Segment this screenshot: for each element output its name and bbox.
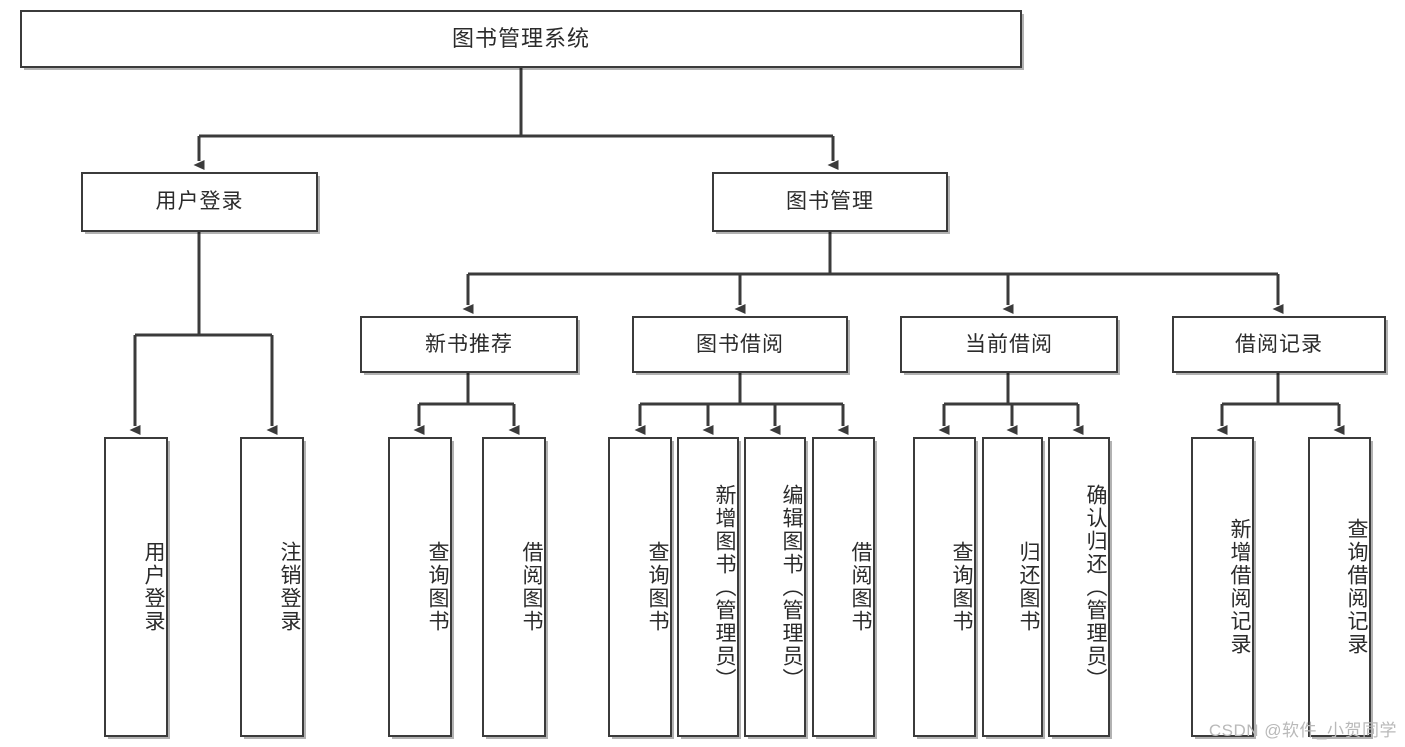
node-leaf-borrow-book-recommend[interactable]: 借阅图书 (482, 437, 546, 737)
node-label: 借阅记录 (1235, 332, 1323, 356)
node-new-book-recommend[interactable]: 新书推荐 (360, 316, 578, 373)
node-label: 确认归还（管理员） (1084, 483, 1107, 691)
node-leaf-query-book-current[interactable]: 查询图书 (913, 437, 976, 737)
node-label: 借阅图书 (520, 541, 543, 633)
node-label: 查询借阅记录 (1345, 518, 1368, 656)
node-leaf-borrow-book[interactable]: 借阅图书 (812, 437, 875, 737)
node-user-login[interactable]: 用户登录 (81, 172, 318, 232)
node-label: 图书借阅 (696, 332, 784, 356)
node-label: 用户登录 (142, 541, 165, 633)
node-leaf-logout[interactable]: 注销登录 (240, 437, 304, 737)
node-root-book-management-system[interactable]: 图书管理系统 (20, 10, 1022, 68)
node-label: 查询图书 (950, 541, 973, 633)
node-label: 当前借阅 (965, 332, 1053, 356)
node-leaf-return-book[interactable]: 归还图书 (982, 437, 1043, 737)
node-borrow-record[interactable]: 借阅记录 (1172, 316, 1386, 373)
node-label: 编辑图书（管理员） (780, 483, 803, 691)
node-label: 新书推荐 (425, 332, 513, 356)
node-label: 新增借阅记录 (1228, 518, 1251, 656)
node-leaf-query-borrow-record[interactable]: 查询借阅记录 (1308, 437, 1371, 737)
node-label: 图书管理 (786, 190, 874, 214)
node-label: 图书管理系统 (451, 25, 590, 51)
node-leaf-edit-book-admin[interactable]: 编辑图书（管理员） (744, 437, 806, 737)
csdn-watermark: CSDN @软件_小贺同学 (1208, 721, 1397, 740)
node-label: 借阅图书 (849, 541, 872, 633)
node-label: 归还图书 (1017, 541, 1040, 633)
node-label: 查询图书 (646, 541, 669, 633)
node-leaf-add-borrow-record[interactable]: 新增借阅记录 (1191, 437, 1254, 737)
node-label: 查询图书 (426, 541, 449, 633)
node-label: 用户登录 (155, 190, 244, 214)
node-label: 注销登录 (278, 541, 301, 633)
node-leaf-query-book-borrow[interactable]: 查询图书 (608, 437, 672, 737)
node-leaf-confirm-return-admin[interactable]: 确认归还（管理员） (1048, 437, 1110, 737)
node-label: 新增图书（管理员） (713, 483, 736, 691)
node-book-management[interactable]: 图书管理 (712, 172, 948, 232)
node-leaf-user-login[interactable]: 用户登录 (104, 437, 168, 737)
node-book-borrow[interactable]: 图书借阅 (632, 316, 848, 373)
node-leaf-query-book-recommend[interactable]: 查询图书 (388, 437, 452, 737)
node-current-borrow[interactable]: 当前借阅 (900, 316, 1118, 373)
node-leaf-add-book-admin[interactable]: 新增图书（管理员） (677, 437, 739, 737)
